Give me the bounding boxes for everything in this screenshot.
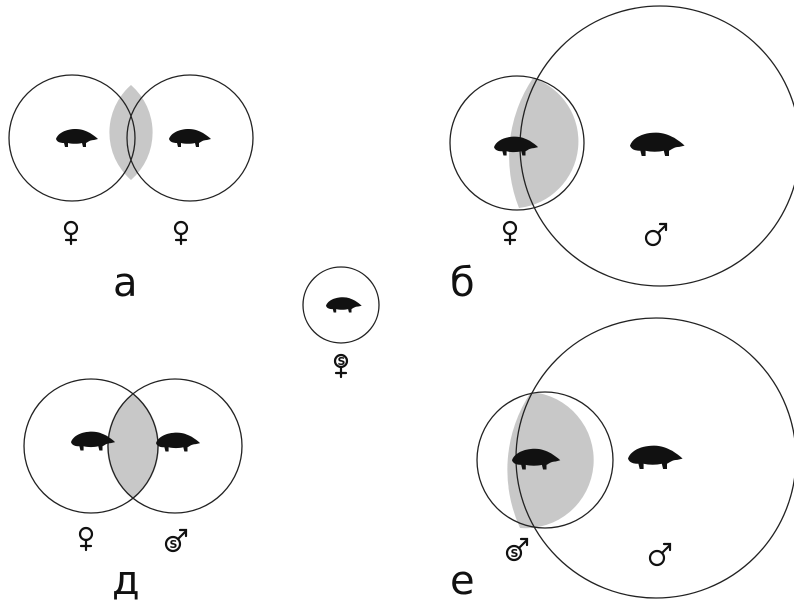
panel-a: а [8,74,254,306]
svg-text:S: S [511,547,519,560]
panel-e: S е [450,317,794,601]
overlap-area-d [106,393,160,499]
badger-male-icon [628,445,683,469]
home-range-female-right [126,74,254,202]
young-male-symbol-icon: S [505,537,529,562]
home-range-female [23,378,159,514]
young-female-symbol-icon: S [333,353,349,379]
male-symbol-icon [644,222,668,247]
badger-male-icon [630,132,685,156]
badger-female-left-icon [56,129,98,147]
panel-label-d: д [112,558,140,601]
male-symbol-icon [648,542,672,567]
panel-label-e: е [450,558,475,601]
home-range-female-left [8,74,136,202]
panel-label-a: а [113,260,138,306]
female-symbol-icon [63,220,79,246]
panel-label-b: б [450,260,475,306]
home-range-young-female [302,266,380,344]
panel-d: S д [23,378,243,601]
home-range-female [449,75,585,211]
female-symbol-icon [173,220,189,246]
badger-young-male-icon [156,432,201,452]
badger-young-female-icon [326,297,362,313]
home-range-young-male [107,378,243,514]
overlap-area-a [109,85,153,180]
panel-center: S [302,266,380,379]
female-symbol-icon [502,220,518,246]
female-symbol-icon [78,526,94,552]
young-male-symbol-icon: S [164,528,188,553]
panel-b: б [449,5,794,306]
badger-female-right-icon [169,129,211,147]
svg-text:S: S [170,538,178,551]
overlap-area-b [509,78,579,208]
svg-text:S: S [338,355,346,368]
home-range-young-male [476,391,614,529]
